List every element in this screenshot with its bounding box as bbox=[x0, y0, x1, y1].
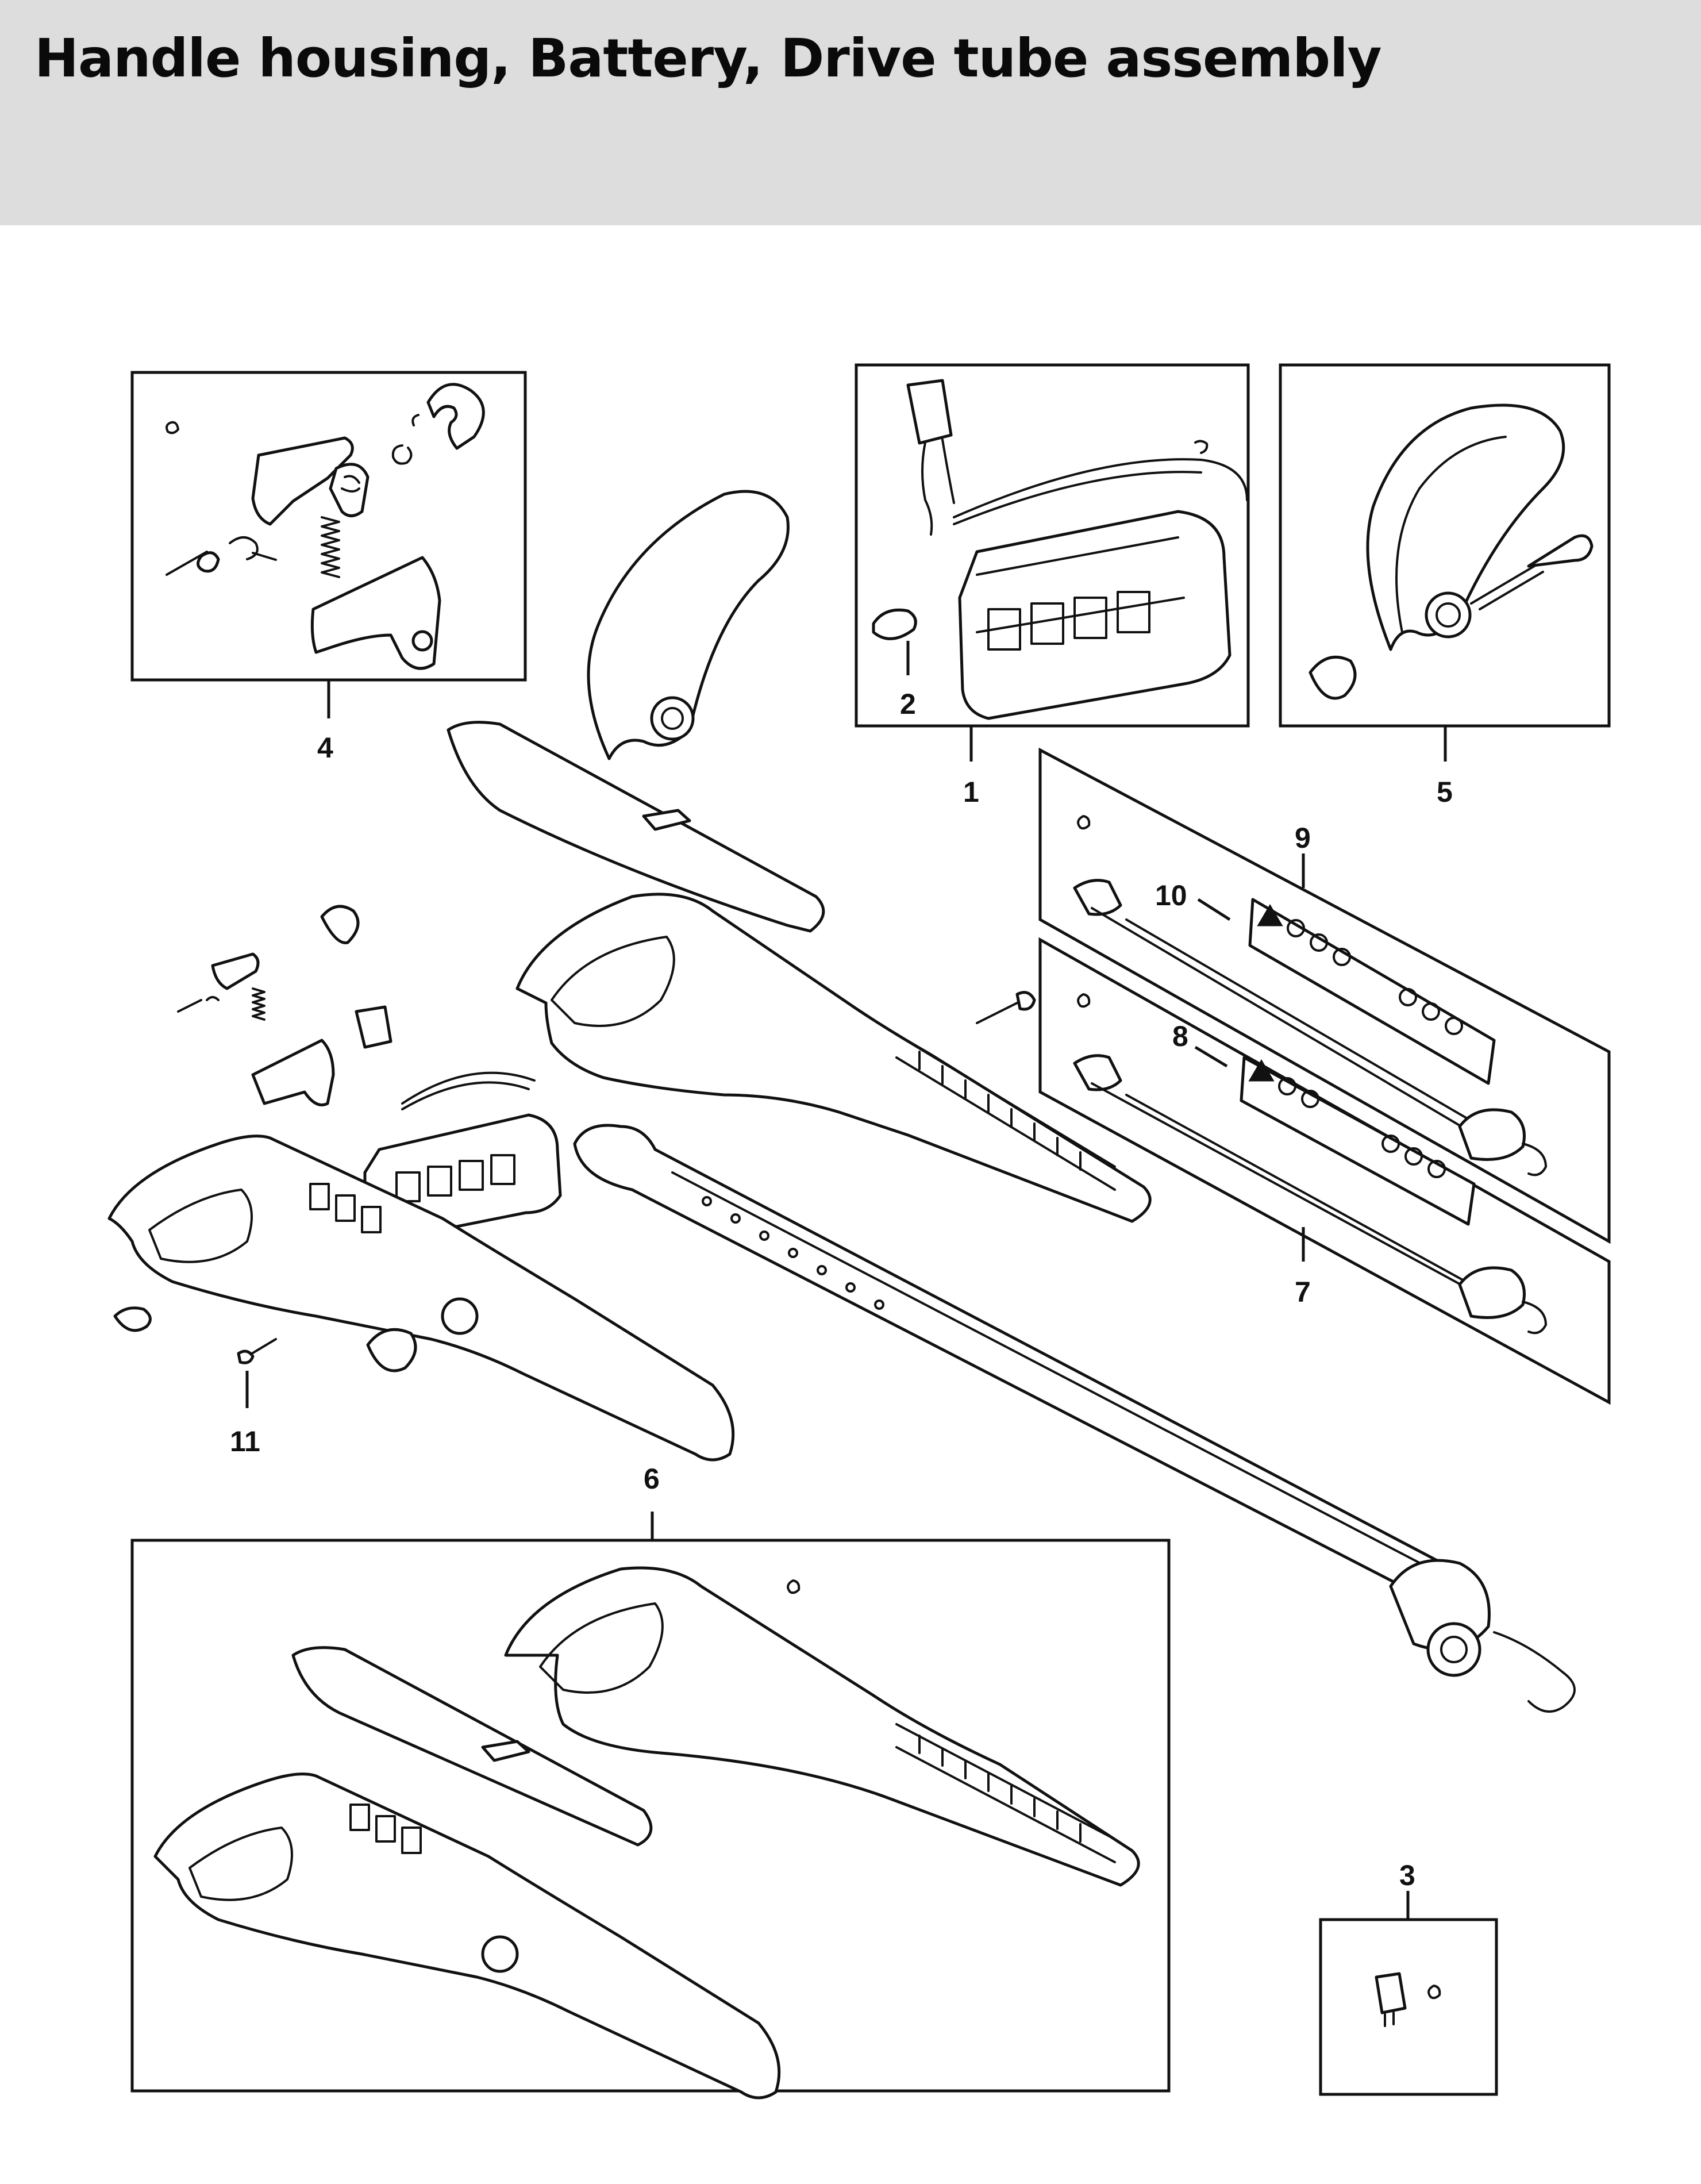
callout-4: 4 bbox=[317, 732, 333, 764]
callout-1: 1 bbox=[963, 776, 979, 808]
box-part-9-drive-tube-label: 9 10 bbox=[1038, 747, 1611, 1244]
main-exploded-assembly: 11 bbox=[107, 490, 1576, 1713]
callout-2: 2 bbox=[900, 688, 916, 720]
callout-8: 8 bbox=[1172, 1020, 1188, 1052]
box-part-4-switch-kit: 4 bbox=[130, 371, 527, 764]
callout-9: 9 bbox=[1295, 822, 1311, 854]
callout-7: 7 bbox=[1295, 1276, 1311, 1308]
callout-3: 3 bbox=[1399, 1859, 1415, 1891]
callout-6: 6 bbox=[644, 1463, 660, 1495]
callout-11: 11 bbox=[230, 1425, 260, 1458]
box-part-6-housing-kit: 6 bbox=[130, 1463, 1171, 2100]
box-part-7-drive-tube: 8 7 bbox=[1038, 937, 1611, 1405]
callout-5: 5 bbox=[1437, 776, 1453, 808]
title-banner: Handle housing, Battery, Drive tube asse… bbox=[0, 0, 1701, 225]
box-part-3-connector: 3 bbox=[1319, 1859, 1498, 2096]
box-part-5-loop-handle: 5 bbox=[1279, 363, 1611, 808]
callout-10: 10 bbox=[1155, 879, 1187, 912]
page-title: Handle housing, Battery, Drive tube asse… bbox=[34, 28, 1382, 89]
box-part-1-battery: 2 1 bbox=[855, 363, 1250, 808]
